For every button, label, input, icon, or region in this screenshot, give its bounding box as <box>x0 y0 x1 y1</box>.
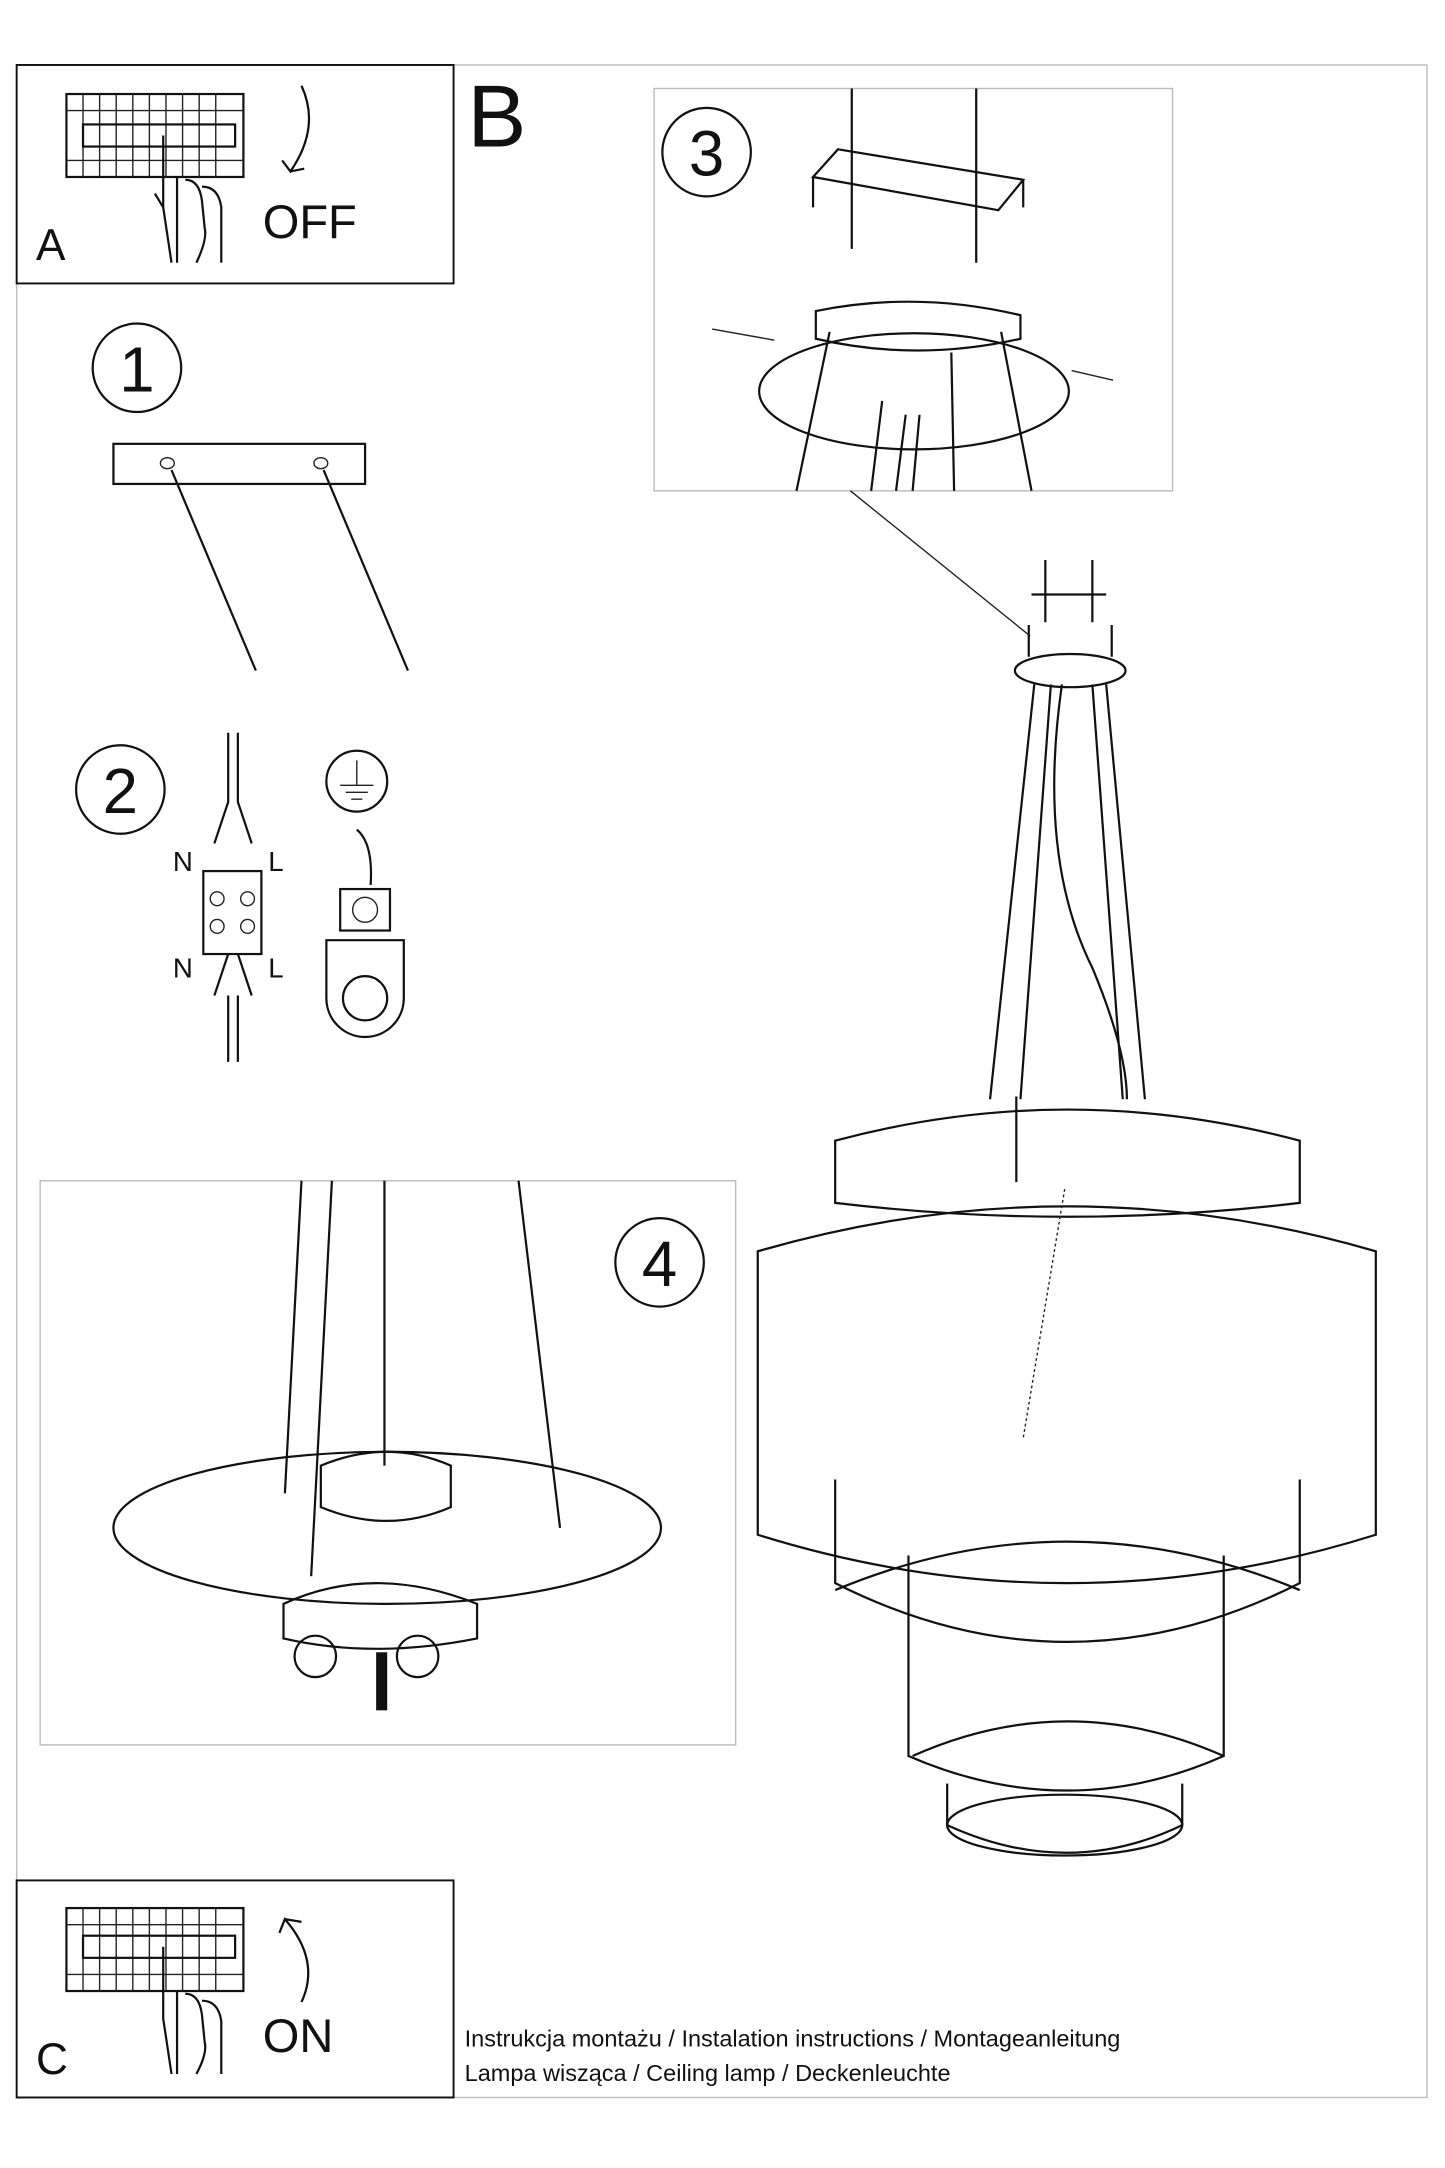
step-1-number: 1 <box>119 334 154 405</box>
terminal-block-icon <box>202 869 263 956</box>
step-1-mounting-plate: 1 <box>91 322 409 672</box>
step-2-number: 2 <box>103 756 138 827</box>
off-label: OFF <box>263 195 357 248</box>
circuit-breaker-icon <box>65 92 245 179</box>
panel-c-power-on: ON C <box>15 1879 455 2099</box>
leader-line <box>849 490 1031 637</box>
on-label: ON <box>263 2009 334 2062</box>
panel-a-letter: A <box>36 221 66 270</box>
arrow-up-icon <box>278 1917 310 2003</box>
arrow-down-icon <box>281 85 311 174</box>
neutral-label-top: N <box>173 846 193 877</box>
live-label-bottom: L <box>268 953 283 984</box>
footer-title: Instrukcja montażu / Instalation instruc… <box>465 2025 1121 2051</box>
step-4-shade-assembly: 4 <box>39 1180 737 1746</box>
step-3-canopy-detail: 3 <box>653 87 1174 492</box>
ground-symbol-icon <box>325 749 389 813</box>
neutral-label-bottom: N <box>173 953 193 984</box>
step-3-number: 3 <box>689 119 724 190</box>
panel-c-letter: C <box>36 2035 68 2084</box>
ground-terminal-icon <box>325 939 405 1039</box>
panel-b-letter: B <box>467 67 526 166</box>
step-4-number: 4 <box>642 1229 677 1300</box>
page-frame <box>15 64 1428 2099</box>
circuit-breaker-icon <box>65 1906 245 1993</box>
step-2-wiring: 2 N L N L <box>75 732 405 1062</box>
live-label-top: L <box>268 846 283 877</box>
screw-anchor-icon <box>170 469 409 672</box>
panel-a-power-off: OFF A <box>15 64 455 285</box>
footer-subtitle: Lampa wisząca / Ceiling lamp / Deckenleu… <box>465 2060 951 2086</box>
hand-icon <box>162 1946 223 2075</box>
pendant-lamp-drawing <box>756 559 1377 1857</box>
hand-icon <box>153 135 223 264</box>
